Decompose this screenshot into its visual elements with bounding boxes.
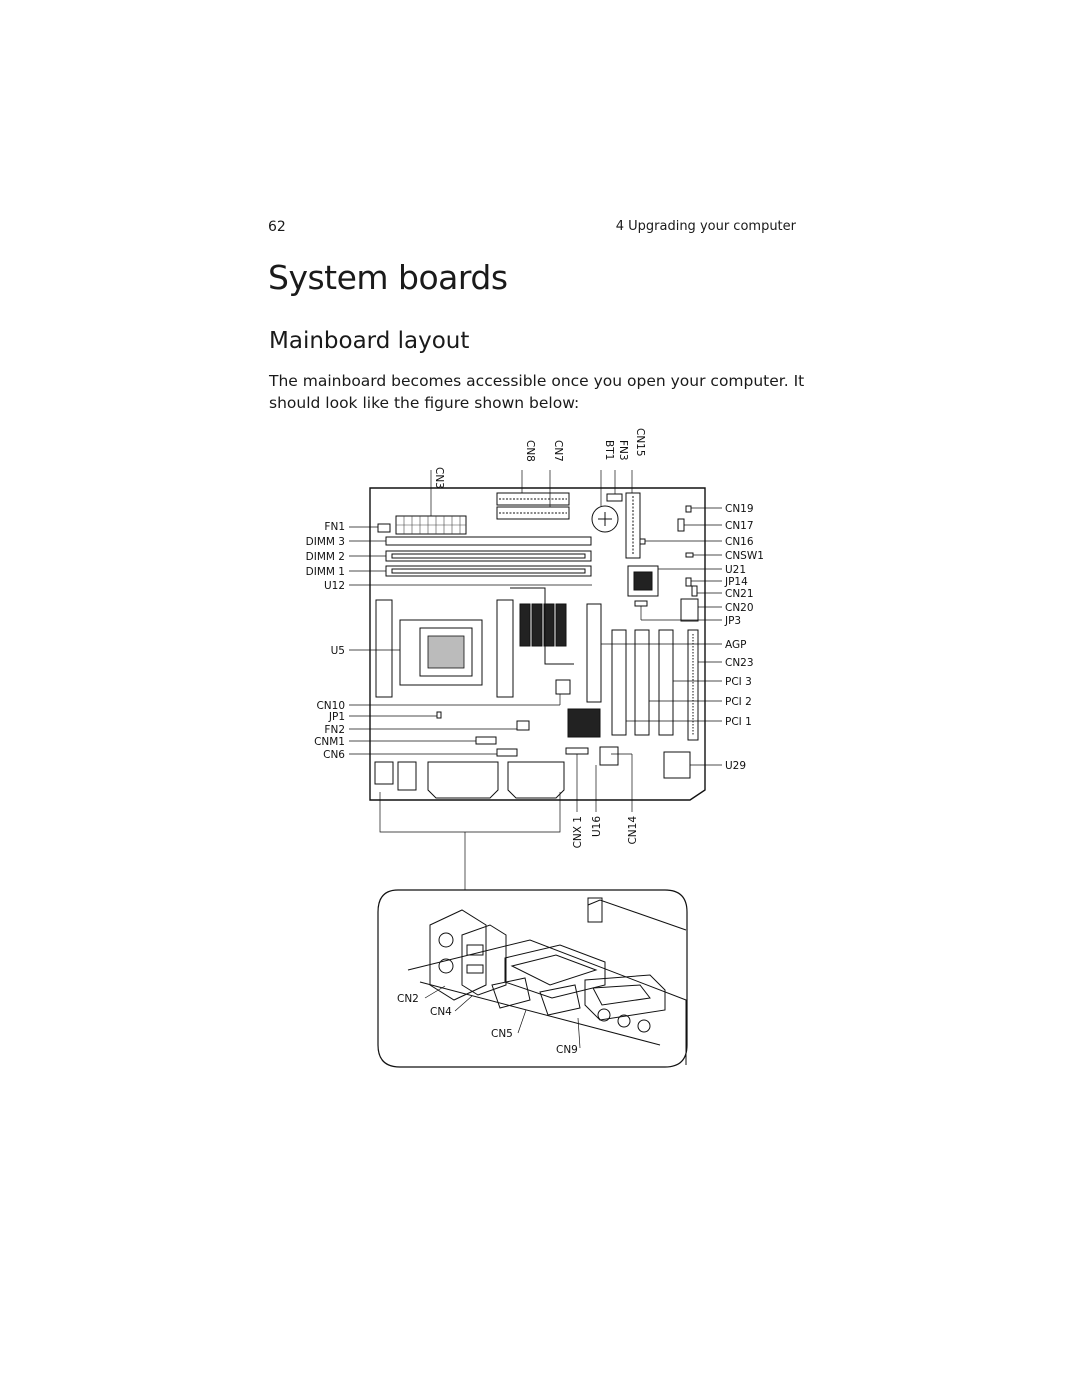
- cn21-header: [691, 585, 698, 597]
- label-cn19: CN19: [725, 503, 754, 515]
- label-cnsw1: CNSW1: [725, 550, 764, 562]
- top-labels: CN3 CN8 CN7 BT1 FN3 CN15: [433, 428, 646, 489]
- label-cn14: CN14: [627, 816, 639, 845]
- io-panel-inset: [377, 889, 688, 1068]
- label-jp14: JP14: [724, 576, 748, 588]
- cpu-retention-right: [496, 599, 514, 698]
- left-labels: FN1 DIMM 3 DIMM 2 DIMM 1 U12 U5 CN10 JP1…: [306, 521, 346, 761]
- label-jp1: JP1: [328, 711, 345, 723]
- usb-ports: [461, 924, 507, 996]
- subsection-title: Mainboard layout: [269, 328, 470, 354]
- cnx1-header: [565, 747, 589, 755]
- pci1-slot: [658, 629, 674, 736]
- u16-chip: [567, 708, 601, 738]
- label-pci2: PCI 2: [725, 696, 752, 708]
- label-u16: U16: [591, 816, 603, 837]
- label-dimm1: DIMM 1: [306, 566, 345, 578]
- label-jp3: JP3: [724, 615, 741, 627]
- cn8-ide-connector: [496, 492, 570, 506]
- cn23-connector: [687, 629, 699, 741]
- label-u21: U21: [725, 564, 746, 576]
- label-u5: U5: [331, 645, 345, 657]
- label-cn9: CN9: [556, 1044, 578, 1056]
- fn1-fan-header: [377, 523, 391, 533]
- cn16-header: [639, 538, 646, 545]
- cn19-header: [685, 505, 692, 513]
- label-cnx1: CNX 1: [572, 816, 584, 848]
- label-cnm1: CNM1: [314, 736, 345, 748]
- fn2-fan-header: [516, 720, 530, 731]
- ps2-stack: [374, 761, 394, 785]
- usb-stack: [397, 761, 417, 791]
- pci3-slot: [611, 629, 627, 736]
- cn17-header: [677, 518, 685, 532]
- label-fn3: FN3: [617, 440, 629, 461]
- right-labels: CN19 CN17 CN16 CNSW1 U21 JP14 CN21 CN20 …: [724, 503, 764, 772]
- label-cn16: CN16: [725, 536, 754, 548]
- inset-serial-2: [539, 984, 581, 1016]
- label-cn10: CN10: [316, 700, 345, 712]
- label-cn8: CN8: [524, 440, 536, 462]
- running-header: 4 Upgrading your computer: [615, 219, 796, 234]
- jp3-jumper: [634, 600, 648, 607]
- page-number: 62: [268, 219, 286, 235]
- label-cn4: CN4: [430, 1006, 452, 1018]
- label-cn17: CN17: [725, 520, 754, 532]
- cn20-header: [680, 598, 699, 622]
- label-u29: U29: [725, 760, 746, 772]
- jp1-jumper: [436, 711, 442, 719]
- label-cn15: CN15: [634, 428, 646, 457]
- label-cn23: CN23: [725, 657, 754, 669]
- cnsw1-header: [685, 552, 694, 558]
- serial-connector: [507, 761, 565, 799]
- cn10-connector: [555, 679, 571, 695]
- label-cn21: CN21: [725, 588, 754, 600]
- inset-game-port: [584, 974, 666, 1021]
- inset-serial-1: [491, 977, 531, 1009]
- label-cn7: CN7: [552, 440, 564, 462]
- agp-slot: [586, 603, 602, 703]
- label-pci3: PCI 3: [725, 676, 752, 688]
- label-cn3: CN3: [433, 467, 445, 489]
- ps2-ports: [429, 909, 487, 1001]
- board-components: [374, 492, 699, 799]
- bt1-battery: [591, 505, 619, 533]
- leader-lines: [349, 470, 722, 890]
- section-title: System boards: [268, 258, 508, 297]
- fn3-fan-header: [606, 493, 623, 502]
- label-fn2: FN2: [324, 724, 345, 736]
- cnm1-header: [475, 736, 497, 745]
- label-bt1: BT1: [603, 440, 615, 460]
- u21-chip: [627, 565, 659, 597]
- pci2-slot: [634, 629, 650, 736]
- label-fn1: FN1: [324, 521, 345, 533]
- dimm3-slot: [385, 536, 592, 546]
- parallel-connector: [427, 761, 499, 799]
- label-dimm2: DIMM 2: [306, 551, 345, 563]
- cpu-retention-left: [375, 599, 393, 698]
- label-cn20: CN20: [725, 602, 754, 614]
- intro-paragraph: The mainboard becomes accessible once yo…: [269, 372, 805, 412]
- heatsink: [519, 603, 567, 647]
- label-dimm3: DIMM 3: [306, 536, 345, 548]
- cn6-header: [496, 748, 518, 757]
- dimm1-slot: [385, 565, 592, 577]
- u5-cpu-socket: [399, 619, 483, 686]
- cn15-floppy-connector: [625, 492, 641, 559]
- label-pci1: PCI 1: [725, 716, 752, 728]
- inset-labels: CN2 CN4 CN5 CN9: [397, 993, 578, 1056]
- bottom-labels: CNX 1 U16 CN14: [572, 816, 639, 849]
- u29-chip: [663, 751, 691, 779]
- label-cn2: CN2: [397, 993, 419, 1005]
- dimm2-slot: [385, 550, 592, 562]
- cn7-ide-connector: [496, 506, 570, 520]
- label-cn5: CN5: [491, 1028, 513, 1040]
- jp14-jumper: [685, 577, 692, 587]
- label-agp: AGP: [725, 639, 746, 651]
- label-cn6: CN6: [323, 749, 345, 761]
- label-u12: U12: [324, 580, 345, 592]
- mainboard-outline: [369, 487, 706, 801]
- cn14-connector: [599, 746, 619, 766]
